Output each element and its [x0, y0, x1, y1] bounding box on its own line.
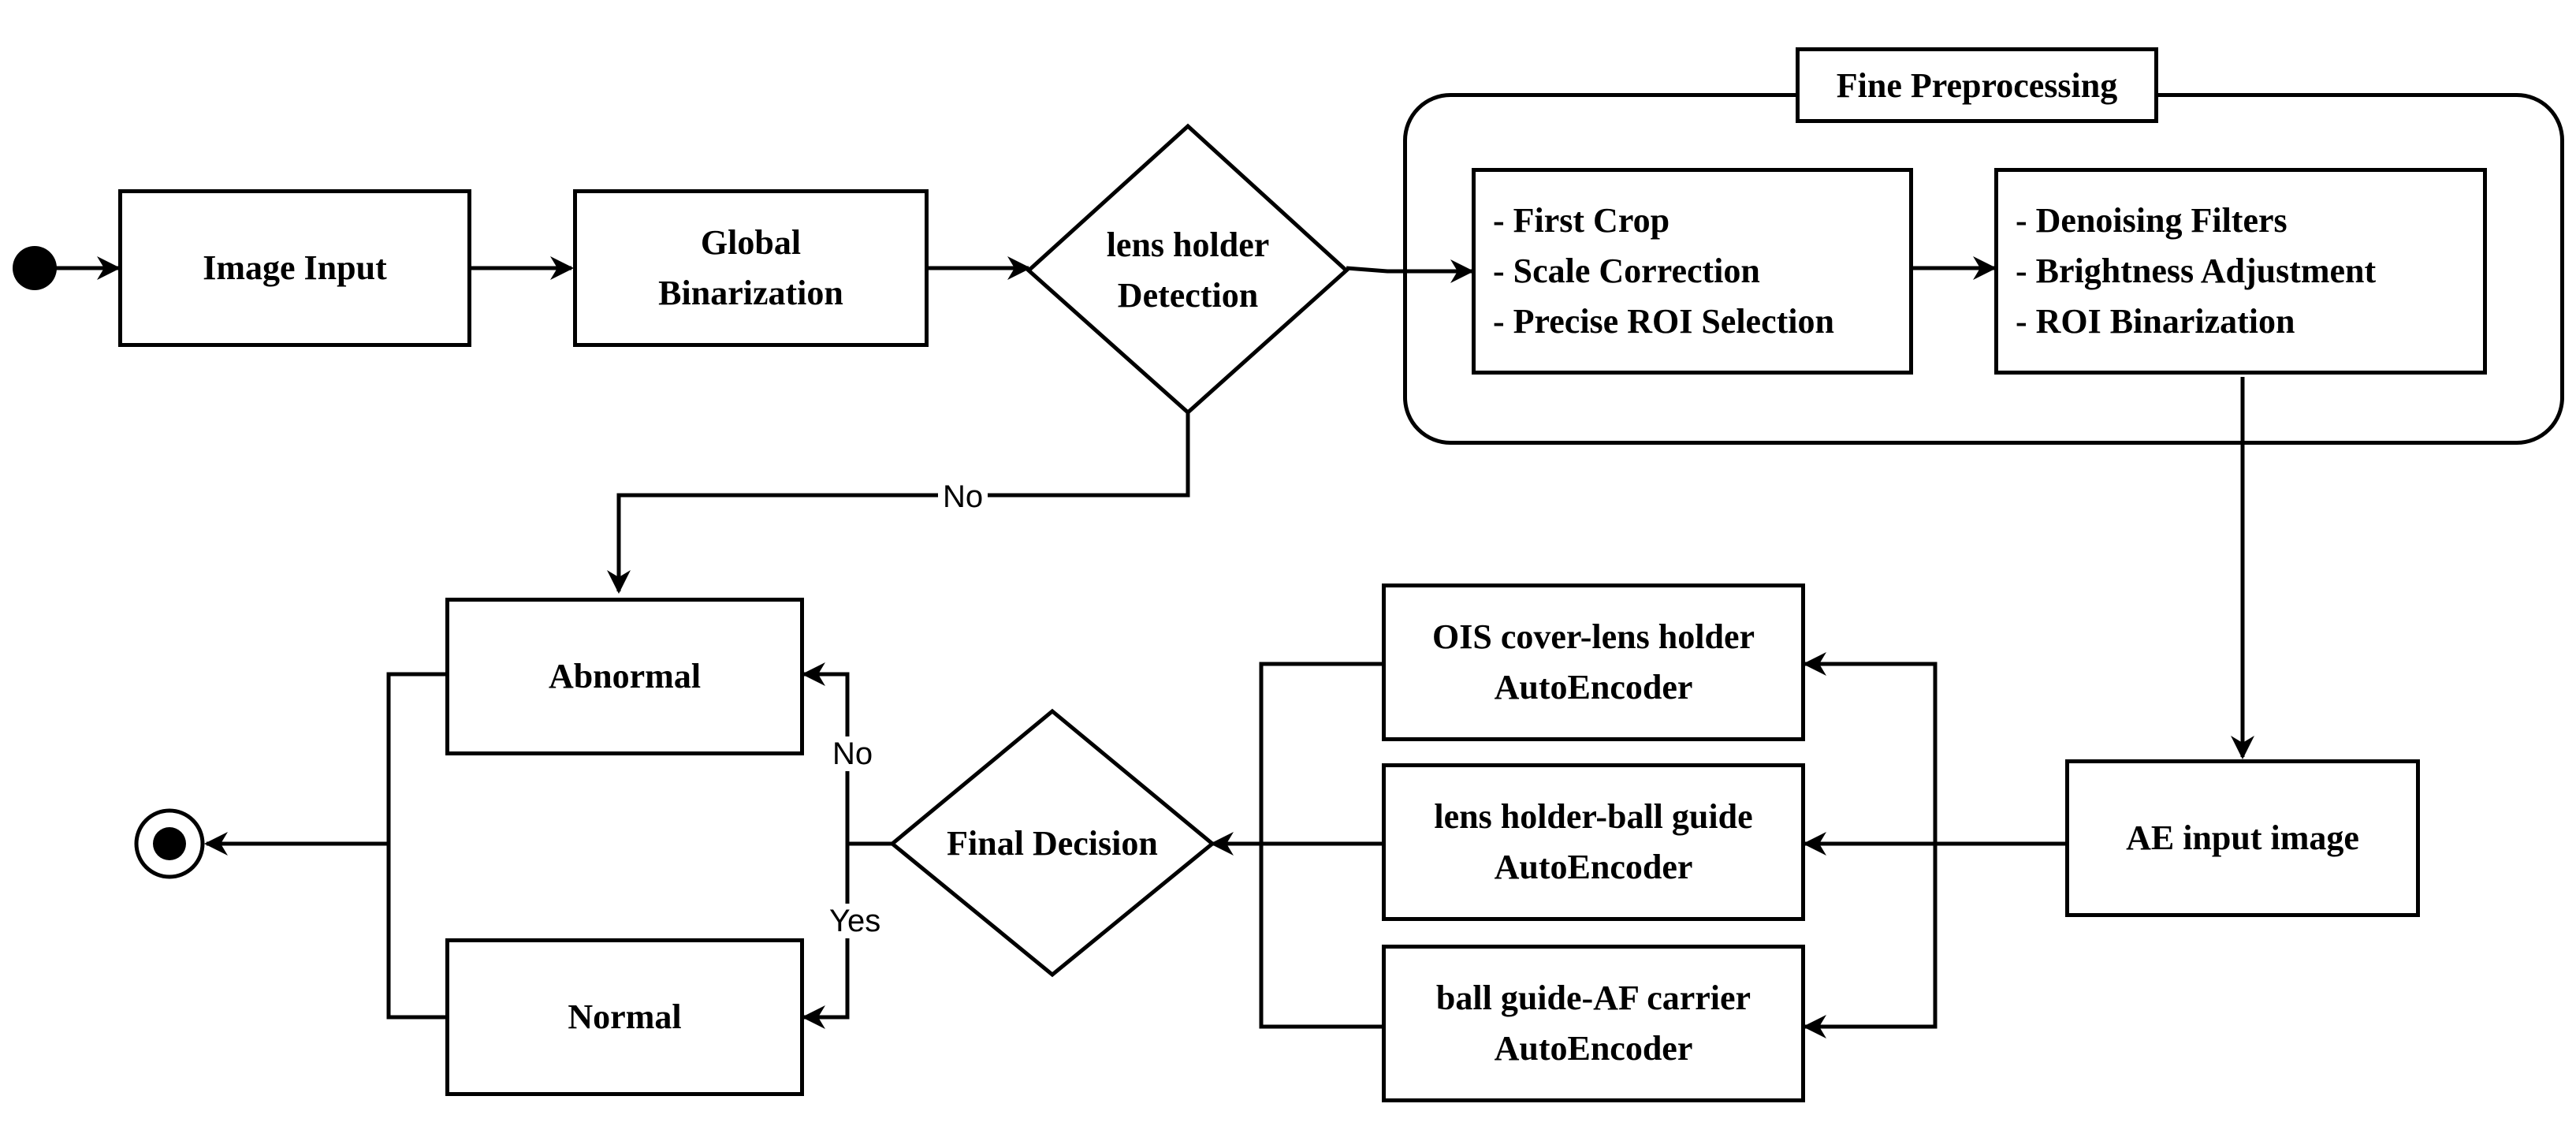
final-decision-label: Final Decision — [947, 824, 1158, 863]
ae-af-carrier-box: ball guide-AF carrier AutoEncoder — [1382, 945, 1805, 1102]
start-node — [13, 246, 57, 290]
crop-steps-box: - First Crop - Scale Correction - Precis… — [1472, 168, 1913, 375]
ae-af-carrier-line-2: AutoEncoder — [1494, 1029, 1693, 1068]
normal-box: Normal — [445, 938, 804, 1096]
detection-diamond — [1026, 123, 1349, 416]
edge-detection-no-to-abnormal — [607, 412, 1190, 594]
edge-ae-input-to-af-carrier — [1803, 844, 1938, 1038]
filter-steps-box: - Denoising Filters - Brightness Adjustm… — [1994, 168, 2487, 375]
global-binarization-box: Global Binarization — [573, 189, 929, 347]
global-binarization-line-1: Global — [700, 223, 802, 263]
decision-diamond — [889, 708, 1215, 978]
ae-ois-line-2: AutoEncoder — [1494, 668, 1693, 707]
crop-step-2: - Scale Correction — [1493, 252, 1760, 291]
edge-detection-to-crop — [1346, 259, 1474, 283]
edge-decision-yes-to-normal — [802, 844, 850, 1029]
lens-holder-detection-label: lens holder Detection — [1072, 213, 1304, 328]
crop-step-3: - Precise ROI Selection — [1493, 301, 1834, 341]
edge-ae-input-to-ois — [1803, 652, 1938, 844]
ae-ois-box: OIS cover-lens holder AutoEncoder — [1382, 584, 1805, 741]
crop-step-1: - First Crop — [1493, 201, 1670, 240]
filter-step-3: - ROI Binarization — [2016, 301, 2295, 341]
image-input-label: Image Input — [203, 248, 387, 288]
abnormal-label: Abnormal — [548, 657, 702, 696]
fine-preprocessing-title: Fine Preprocessing — [1796, 47, 2158, 123]
detection-line-1: lens holder — [1106, 226, 1270, 265]
end-node-core — [153, 827, 186, 860]
decision-no-label: No — [828, 736, 878, 771]
ae-ball-guide-box: lens holder-ball guide AutoEncoder — [1382, 763, 1805, 921]
filter-step-2: - Brightness Adjustment — [2016, 252, 2377, 291]
filter-step-1: - Denoising Filters — [2016, 201, 2288, 240]
image-input-box: Image Input — [118, 189, 471, 347]
decision-yes-label: Yes — [825, 904, 886, 938]
abnormal-box: Abnormal — [445, 598, 804, 755]
ae-ois-line-1: OIS cover-lens holder — [1432, 617, 1755, 657]
ae-af-carrier-line-1: ball guide-AF carrier — [1435, 979, 1751, 1018]
ae-ball-guide-line-1: lens holder-ball guide — [1434, 797, 1753, 837]
detection-line-2: Detection — [1117, 276, 1259, 315]
global-binarization-line-2: Binarization — [658, 274, 843, 312]
ae-ball-guide-line-2: AutoEncoder — [1494, 848, 1693, 886]
ae-input-image-label: AE input image — [2126, 818, 2359, 858]
detection-no-label: No — [938, 479, 988, 514]
ae-input-image-box: AE input image — [2065, 759, 2420, 917]
normal-label: Normal — [568, 997, 682, 1037]
edge-abnormal-to-merge — [386, 672, 445, 1020]
